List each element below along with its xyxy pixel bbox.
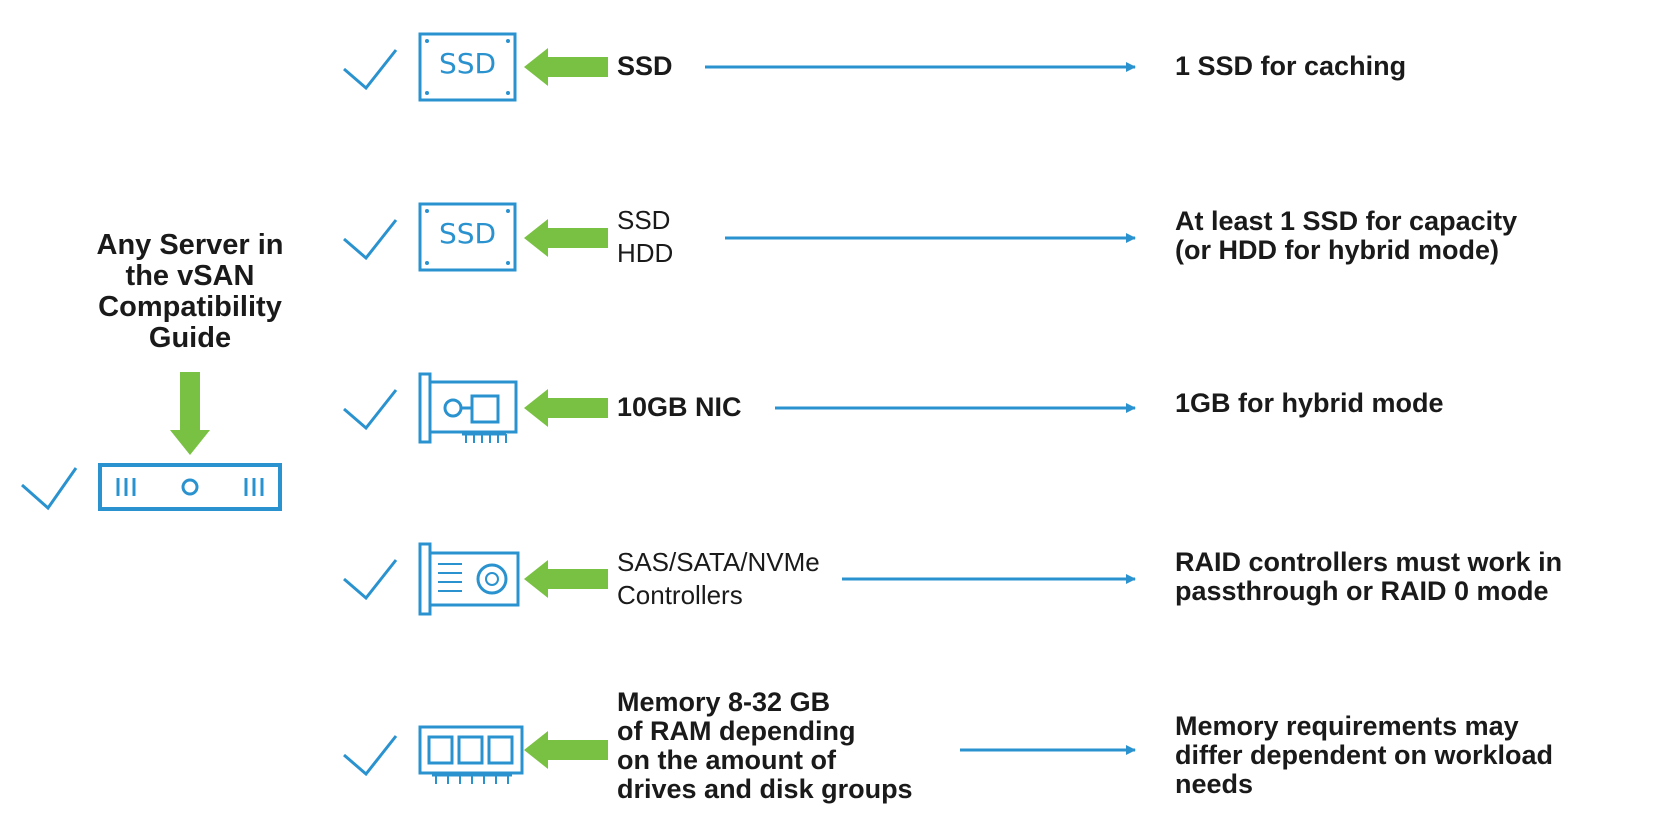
memory-module-icon [418, 725, 524, 784]
server-down-arrow [170, 372, 210, 455]
row-nic [343, 372, 1136, 444]
row-label-line: of RAM depending [617, 716, 856, 746]
row-note-line: At least 1 SSD for capacity [1175, 206, 1518, 236]
green-arrow-left [524, 48, 608, 86]
row-label: Memory 8-32 GB of RAM depending on the a… [617, 688, 913, 804]
checkmark-icon [343, 559, 398, 601]
server-title-line: Guide [148, 322, 232, 354]
server-rack-icon [98, 463, 282, 511]
row-label-line: 10GB NIC [617, 392, 742, 422]
row-note-line: needs [1175, 769, 1254, 799]
row-label-line: on the amount of [617, 745, 836, 775]
row-memory [343, 725, 1136, 784]
row-label-line: Controllers [617, 580, 743, 610]
row-note-line: RAID controllers must work in [1175, 547, 1563, 577]
server-title: Any Server in the vSAN Compatibility Gui… [60, 230, 320, 354]
row-label-line: SSD [617, 205, 671, 235]
green-arrow-left [524, 219, 608, 257]
row-note: 1GB for hybrid mode [1175, 389, 1444, 418]
row-note-line: Memory requirements may [1175, 711, 1519, 741]
row-note: 1 SSD for caching [1175, 52, 1406, 81]
row-note: At least 1 SSD for capacity (or HDD for … [1175, 207, 1517, 265]
row-label-line: HDD [617, 238, 674, 268]
checkmark-icon [343, 49, 398, 91]
green-arrow-left [524, 560, 608, 598]
server-checkmark-icon [21, 467, 78, 511]
row-note: Memory requirements may differ dependent… [1175, 712, 1553, 799]
checkmark-icon [343, 735, 398, 777]
checkmark-icon [343, 389, 398, 431]
ssd-drive-icon [418, 202, 517, 272]
row-label: SAS/SATA/NVMe Controllers [617, 546, 820, 612]
row-note-line: passthrough or RAID 0 mode [1175, 576, 1549, 606]
row-cache-ssd [343, 32, 1136, 102]
row-label: SSD [617, 50, 673, 82]
row-label-line: SAS/SATA/NVMe [617, 547, 820, 577]
row-capacity-disk [343, 202, 1136, 272]
row-note-line: (or HDD for hybrid mode) [1175, 235, 1499, 265]
ssd-drive-icon [418, 32, 517, 102]
row-note-line: 1 SSD for caching [1175, 51, 1407, 81]
row-label-line: Memory 8-32 GB [617, 687, 831, 717]
checkmark-icon [343, 219, 398, 261]
row-note-line: 1GB for hybrid mode [1175, 388, 1444, 418]
row-label-line: SSD [617, 51, 673, 81]
server-title-line: Any Server in [96, 229, 284, 261]
row-controller [343, 542, 1136, 616]
ssd-icon-text: SSD [439, 217, 497, 250]
row-note: RAID controllers must work in passthroug… [1175, 548, 1562, 606]
green-arrow-left [524, 389, 608, 427]
server-title-line: the vSAN [125, 260, 255, 292]
green-arrow-left [524, 731, 608, 769]
row-label: 10GB NIC [617, 391, 742, 423]
network-card-icon [418, 372, 518, 444]
row-note-line: differ dependent on workload [1175, 740, 1554, 770]
server-title-line: Compatibility [98, 291, 282, 323]
ssd-icon-text: SSD [439, 47, 497, 80]
row-label-line: drives and disk groups [617, 774, 913, 804]
row-label: SSD HDD [617, 204, 673, 270]
storage-controller-icon [418, 542, 520, 616]
